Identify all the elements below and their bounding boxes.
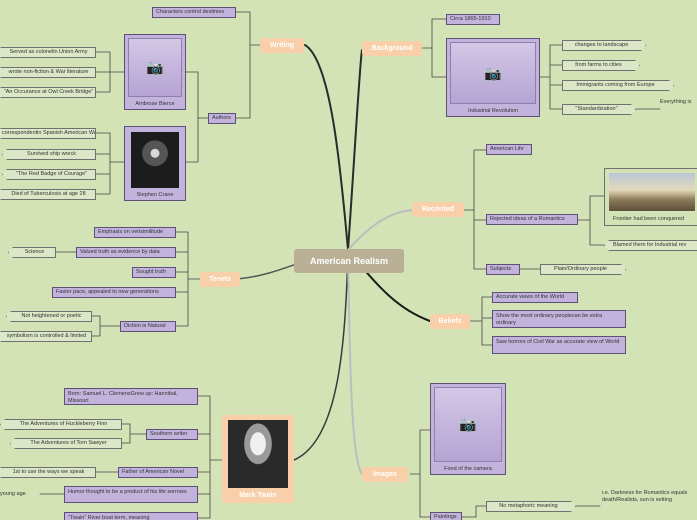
crane-fact-4[interactable]: Died of Tuberculosis at age 28 xyxy=(0,189,96,200)
recorded-american-life[interactable]: American Life xyxy=(486,144,532,155)
frontier-image xyxy=(609,173,695,211)
frontier-caption: Frontier had been conquered xyxy=(613,216,684,222)
stephen-crane-card[interactable]: Stephen Crane xyxy=(124,126,186,201)
authors-node[interactable]: Authors xyxy=(208,113,236,124)
bierce-fact-2[interactable]: wrote non-fiction & War literature xyxy=(0,67,96,78)
change-immigrants[interactable]: Immigrants coming from Europe xyxy=(562,80,674,91)
tenet-truth-data[interactable]: Valued truth as evidence by data xyxy=(76,247,176,258)
images-paintings[interactable]: Paintings xyxy=(430,512,462,520)
background-date[interactable]: Circa 1865-1910 xyxy=(446,14,500,25)
bierce-fact-1[interactable]: Served as colonelin Union Army xyxy=(0,47,96,58)
crane-fact-1[interactable]: correspondentin Spanish American War xyxy=(0,128,96,139)
twain-first-speech[interactable]: 1st to use the ways we speak xyxy=(0,467,96,478)
ambrose-bierce-card[interactable]: 📷 Ambrose Bierce xyxy=(124,34,186,110)
twain-tom-sawyer[interactable]: The Adventures of Tom Sawyer xyxy=(10,438,122,449)
recorded-rejected-romantics[interactable]: Rejected ideas of a Romantics xyxy=(486,214,578,225)
no-metaphoric-meaning[interactable]: No metaphoric meaning xyxy=(486,501,576,512)
camera-icon: 📷 xyxy=(146,59,164,75)
camera-caption: Fond of the camera xyxy=(444,466,492,472)
recorded-subjects[interactable]: Subjects xyxy=(486,264,520,275)
twain-young-age: young age xyxy=(0,491,26,497)
tenet-diction-natural[interactable]: Diction is Natural xyxy=(120,321,176,332)
tenet-sought-truth[interactable]: Sought truth xyxy=(132,267,176,278)
camera-card[interactable]: 📷 Fond of the camera xyxy=(430,383,506,475)
stephen-crane-portrait xyxy=(131,132,179,188)
change-farms-cities[interactable]: from farms to cities xyxy=(562,60,640,71)
topic-writing[interactable]: Writing xyxy=(260,38,304,53)
topic-beliefs[interactable]: Beliefs xyxy=(430,314,470,329)
tenet-science[interactable]: Science xyxy=(8,247,56,258)
twain-born[interactable]: Born: Samuel L. ClemensGrew up: Hannibal… xyxy=(64,388,198,405)
tenet-faster-pace[interactable]: Faster pace, appealed to new generations xyxy=(52,287,176,298)
camera-icon: 📷 xyxy=(459,416,477,432)
twain-river-term[interactable]: "Twain" River boat term, meaning xyxy=(64,512,198,520)
topic-background[interactable]: Background xyxy=(362,41,422,56)
crane-fact-3[interactable]: "The Red Badge of Courage" xyxy=(2,169,96,180)
twain-huck-finn[interactable]: The Adventures of Huckleberry Finn xyxy=(0,419,122,430)
topic-images[interactable]: Images xyxy=(362,467,408,482)
topic-tenets[interactable]: Tenets xyxy=(200,272,240,287)
stephen-crane-caption: Stephen Crane xyxy=(136,192,174,198)
crane-fact-2[interactable]: Survived ship wreck xyxy=(2,149,96,160)
twain-father-novel[interactable]: Father of American Novel xyxy=(118,467,198,478)
belief-accurate-views[interactable]: Accurate views of the World xyxy=(492,292,578,303)
industrial-revolution-card[interactable]: 📷 Industrial Revolution xyxy=(446,38,540,117)
industrial-revolution-caption: Industrial Revolution xyxy=(468,108,518,114)
change-landscape[interactable]: changes to landscape xyxy=(562,40,646,51)
images-note: i.e. Darkness for Romantics equals death… xyxy=(602,490,688,503)
subjects-plain-people[interactable]: Plain/Ordinary people xyxy=(540,264,626,275)
mark-twain-label: Mark Twain xyxy=(239,492,277,499)
ambrose-bierce-caption: Ambrose Bierce xyxy=(135,101,175,107)
diction-note-1[interactable]: Not heightened or poetic xyxy=(6,311,92,322)
bierce-fact-3[interactable]: "An Occurance at Owl Creek Bridge" xyxy=(0,87,96,98)
topic-mark-twain[interactable]: Mark Twain xyxy=(222,415,294,503)
tenet-verisimilitude[interactable]: Emphasis on verisimilitude xyxy=(94,227,176,238)
diction-note-2[interactable]: symbolism is controlled & limited xyxy=(0,331,92,342)
frontier-card[interactable]: Frontier had been conquered xyxy=(604,168,697,226)
twain-humor[interactable]: Humor thought to be a product of his lif… xyxy=(64,486,198,503)
topic-recorded[interactable]: Recorded xyxy=(412,202,464,217)
change-standardization[interactable]: "Standardization" xyxy=(562,104,636,115)
central-topic[interactable]: American Realism xyxy=(294,249,404,273)
belief-ordinary-people[interactable]: Show the most ordinary peoplecan be extr… xyxy=(492,310,626,328)
characters-control-destinies[interactable]: Characters control destinies xyxy=(152,7,236,18)
camera-icon: 📷 xyxy=(484,64,502,81)
twain-southern-writer[interactable]: Southern writer xyxy=(146,429,198,440)
belief-civil-war[interactable]: Saw horrors of Civil War as accurate vie… xyxy=(492,336,626,354)
standardization-note: Everything is xyxy=(660,99,692,105)
mark-twain-portrait xyxy=(228,420,288,488)
blamed-industrial[interactable]: Blamed them for Industrial rev xyxy=(604,240,697,251)
